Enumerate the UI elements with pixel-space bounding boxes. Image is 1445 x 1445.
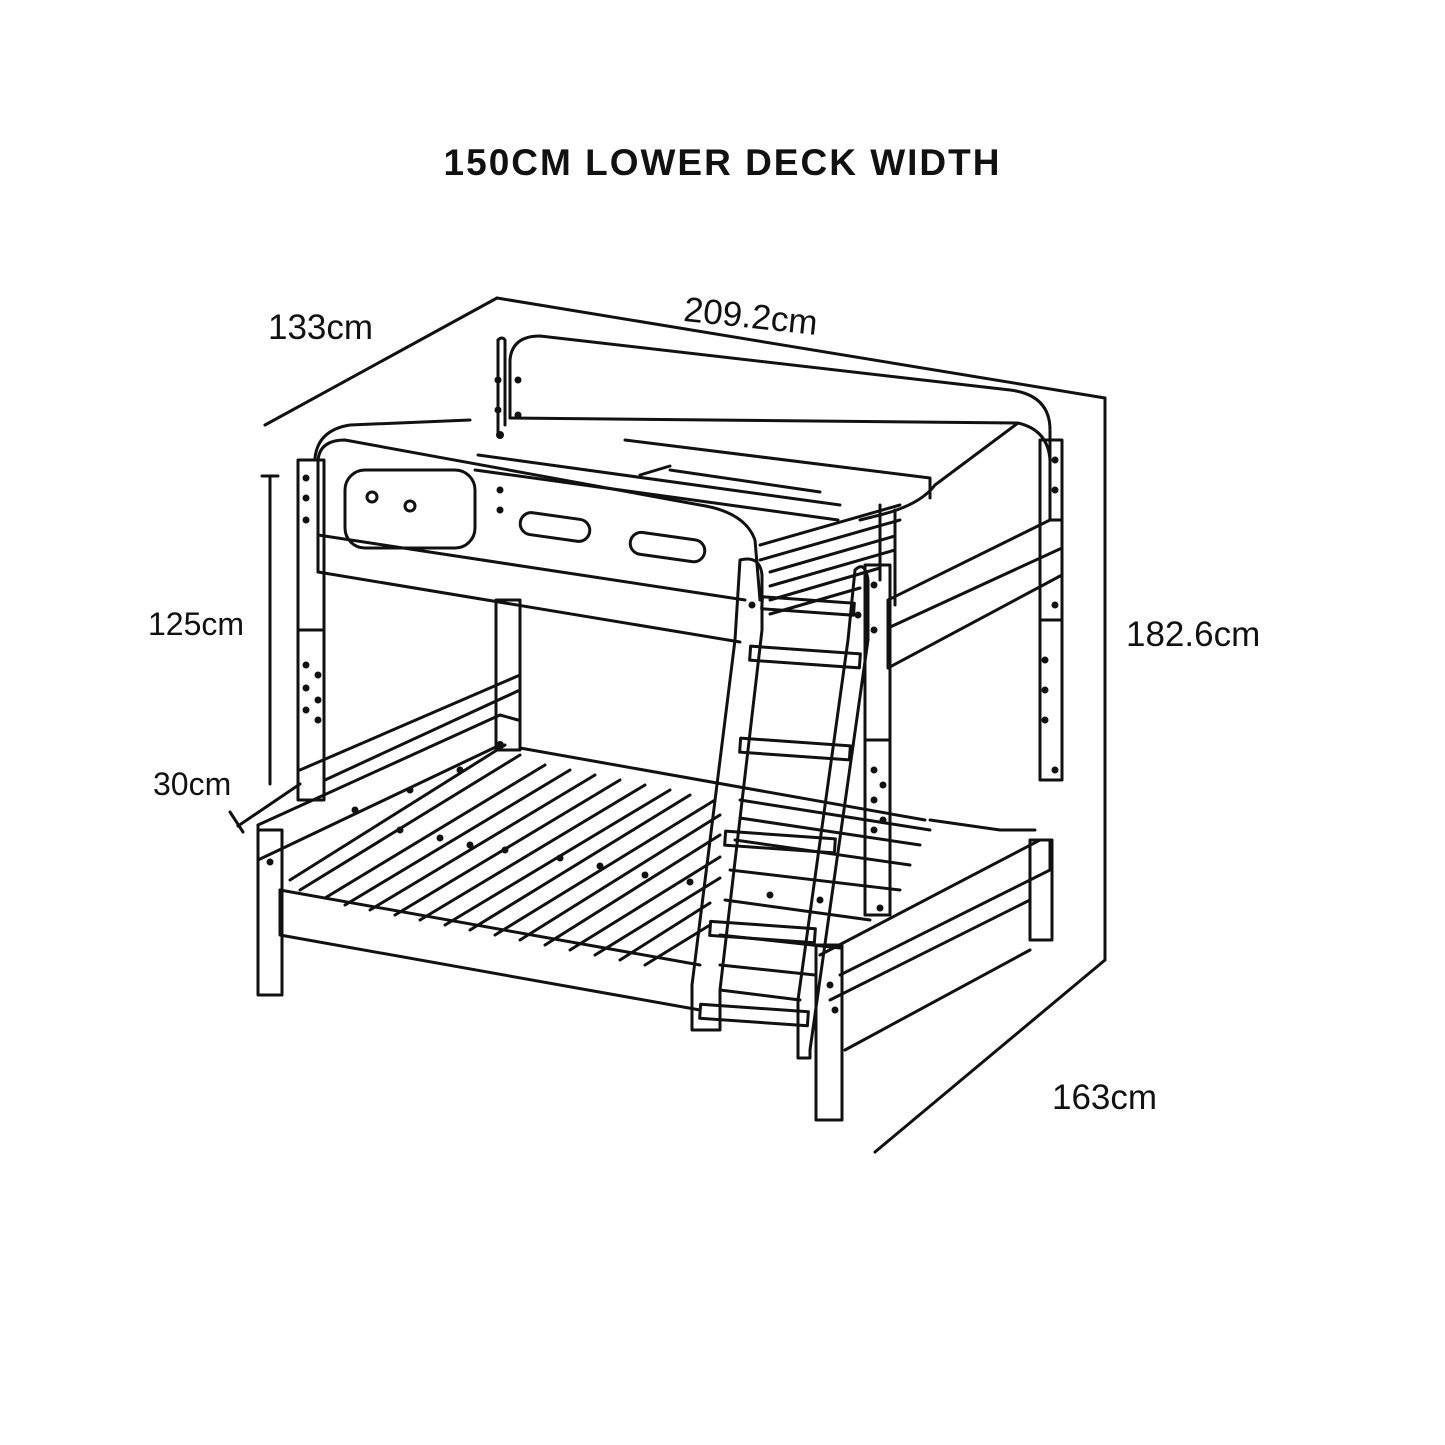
ladder (690, 557, 870, 1060)
lower-deck (256, 673, 1052, 1057)
dimension-lines (228, 296, 1107, 1154)
length-dimension-line (495, 296, 1107, 400)
upper-height-label: 125cm (148, 606, 245, 642)
width-label: 163cm (1052, 1078, 1158, 1117)
depth-dimension-line (263, 296, 499, 427)
width-dimension-line (873, 958, 1107, 1154)
total-height-label: 182.6cm (1126, 615, 1261, 654)
bed-posts (256, 438, 1064, 1122)
lower-height-label: 30cm (153, 766, 232, 802)
upper-deck (313, 334, 1064, 670)
diagram-title: 150CM LOWER DECK WIDTH (443, 142, 1002, 183)
screw-holes (266, 376, 1059, 1014)
depth-label: 133cm (268, 308, 374, 347)
lower-height-dimension-line (236, 782, 302, 828)
